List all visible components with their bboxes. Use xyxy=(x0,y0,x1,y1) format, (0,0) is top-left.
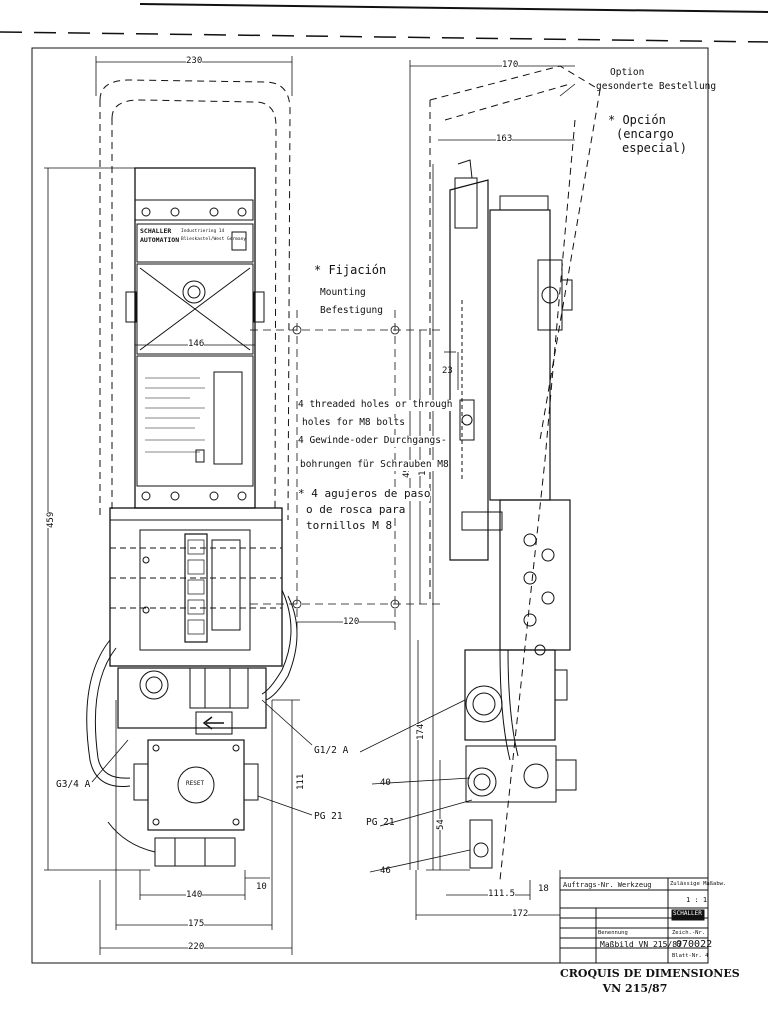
option-note-de-1: Option xyxy=(610,67,645,78)
lower-housing xyxy=(109,507,283,667)
holes-note-es-1: * 4 agujeros de paso xyxy=(298,487,431,501)
cable-gland xyxy=(154,837,236,867)
holes-note-es-3: tornillos M 8 xyxy=(306,519,393,533)
tb-project: Auftrags-Nr. Werkzeug xyxy=(563,881,652,889)
dim-111: 111 xyxy=(296,773,307,790)
device-brand-2: AUTOMATION xyxy=(140,236,180,244)
option-note-es-1: * Opción xyxy=(608,113,666,127)
dim-46: 46 xyxy=(380,866,391,876)
dim-120: 120 xyxy=(343,617,360,628)
option-note-es-3: especial) xyxy=(622,141,688,155)
mounting-note-en: Mounting xyxy=(320,287,366,298)
flow-arrow-box xyxy=(195,711,233,735)
tb-drawing-no: 070022 xyxy=(676,939,713,950)
caption-title: CROQUIS DE DIMENSIONES xyxy=(560,967,740,980)
tb-company: SCHALLER xyxy=(673,910,702,917)
hose-right xyxy=(261,589,292,695)
side-view xyxy=(359,60,601,920)
dim-170: 170 xyxy=(502,60,519,71)
option-note-de-2: gesonderte Bestellung xyxy=(596,81,717,92)
hose-left xyxy=(86,639,131,787)
title-block xyxy=(559,877,709,964)
device-mfr-1: Industriering 14 xyxy=(181,229,225,234)
valve-block xyxy=(117,667,267,729)
dim-111-5: 111.5 xyxy=(488,889,516,900)
tb-drawing-no-label: Zeich.-Nr. xyxy=(672,930,706,936)
mounting-screws-top xyxy=(141,207,247,217)
tb-designation-label: Benennung xyxy=(598,930,628,936)
dim-23: 23 xyxy=(442,366,453,376)
center-bolt xyxy=(182,280,206,304)
drawing-frame xyxy=(31,47,709,964)
dim-174: 174 xyxy=(416,723,427,740)
dim-140: 140 xyxy=(186,890,203,901)
tb-sheet: Blatt-Nr. 4 xyxy=(672,953,709,959)
brand-plate xyxy=(136,223,254,263)
dim-54: 54 xyxy=(436,819,447,830)
dim-230: 230 xyxy=(186,56,203,67)
spec-panel xyxy=(136,355,254,487)
callout-g34: G3/4 A xyxy=(56,779,91,790)
holes-note-en-1: 4 threaded holes or through xyxy=(298,399,453,411)
mounting-screws-mid xyxy=(141,491,247,501)
side-housing xyxy=(449,179,489,561)
caption-model: VN 215/87 xyxy=(602,982,668,995)
dim-40: 40 xyxy=(380,778,391,788)
callout-g12: G1/2 A xyxy=(314,745,349,756)
reset-button xyxy=(177,766,215,804)
holes-note-de-1: 4 Gewinde-oder Durchgangs- xyxy=(298,435,447,447)
front-view xyxy=(44,56,313,955)
holes-note-es-2: o de rosca para xyxy=(306,503,406,517)
dim-163: 163 xyxy=(496,134,513,145)
callout-pg21-side: PG 21 xyxy=(366,817,395,828)
tb-scale: 1 : 1 xyxy=(686,896,708,904)
mounting-note-es: * Fijación xyxy=(314,263,387,277)
dim-18: 18 xyxy=(538,884,549,894)
dim-220: 220 xyxy=(188,942,205,953)
tb-designation: Maßbild VN 215/87 xyxy=(600,940,682,949)
device-mfr-2: Blieskastel/West Germany xyxy=(181,237,247,242)
holes-note-de-2: bohrungen für Schrauben M8 xyxy=(300,459,449,471)
device-brand-1: SCHALLER xyxy=(140,227,172,235)
dim-146: 146 xyxy=(188,339,205,350)
holes-note-en-2: holes for M8 bolts xyxy=(302,417,405,429)
upper-housing xyxy=(134,167,256,509)
dim-175-bottom: 175 xyxy=(188,919,205,930)
mounting-note-de: Befestigung xyxy=(320,305,383,316)
dim-459: 459 xyxy=(46,511,57,528)
option-note-es-2: (encargo xyxy=(616,127,674,141)
dim-172: 172 xyxy=(512,909,529,920)
tb-scale-label: Zulässige Maßabw. xyxy=(670,881,727,887)
dim-10: 10 xyxy=(256,882,267,892)
callout-pg21-front: PG 21 xyxy=(314,811,343,822)
reset-label: RESET xyxy=(186,780,205,787)
